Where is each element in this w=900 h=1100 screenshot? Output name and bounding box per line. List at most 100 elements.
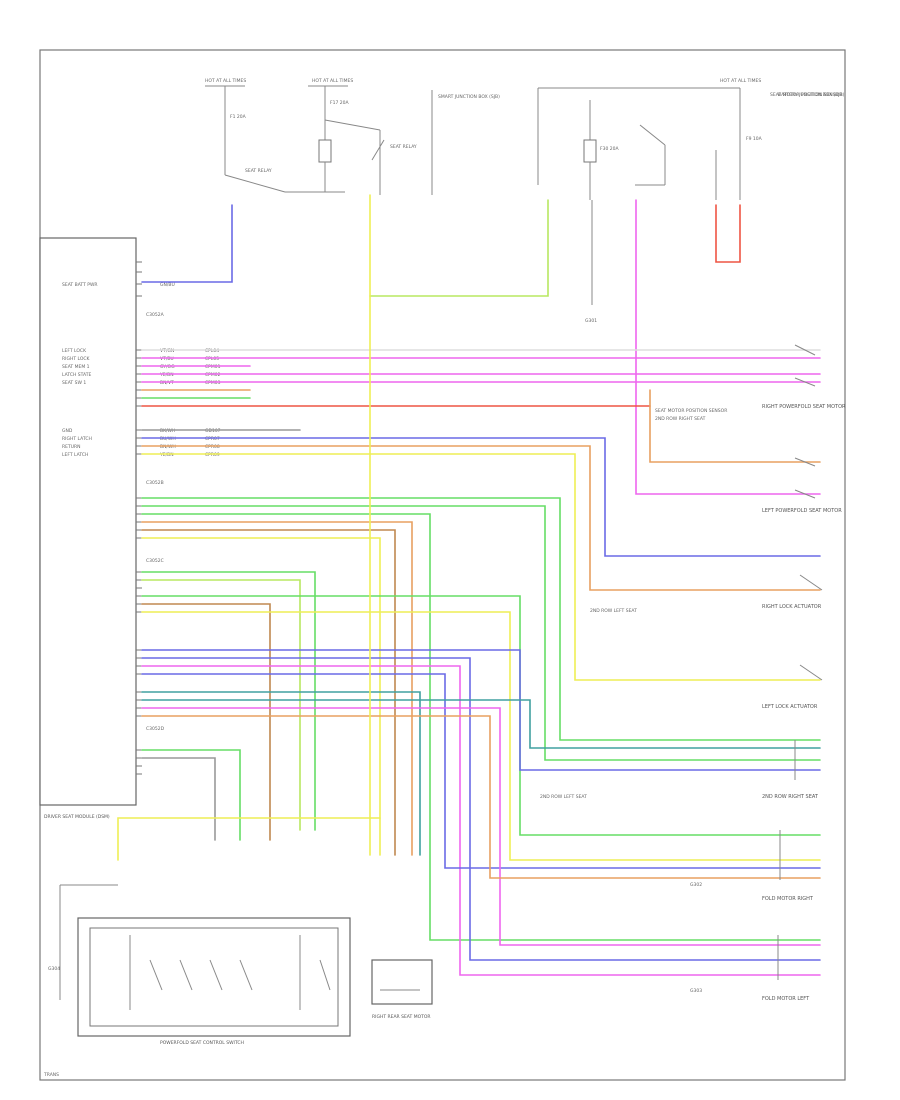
right-components: SEAT MOTOR POSITION SENSOR RIGHT POWERFO… <box>690 92 846 1002</box>
wire-h-530 <box>141 529 396 856</box>
svg-text:G302: G302 <box>690 882 702 888</box>
note-mid-upper: SEAT MOTOR POSITION SENSOR 2ND ROW RIGHT… <box>655 408 727 422</box>
wire-h-758 <box>141 757 216 841</box>
svg-text:RETURN: RETURN <box>62 444 81 450</box>
wire-h-604 <box>141 603 271 841</box>
ground-g301: G301 <box>585 318 597 324</box>
svg-text:LEFT LOCK: LEFT LOCK <box>62 348 87 354</box>
svg-text:LATCH STATE: LATCH STATE <box>62 372 92 378</box>
wire-h-514 <box>141 513 821 941</box>
svg-text:CPR07: CPR07 <box>205 436 220 442</box>
svg-text:BU/WH: BU/WH <box>160 436 176 442</box>
svg-text:LEFT POWERFOLD SEAT MOTOR: LEFT POWERFOLD SEAT MOTOR <box>762 508 842 514</box>
svg-text:GY/OG: GY/OG <box>160 364 175 370</box>
wire-h-438 <box>141 437 821 557</box>
svg-text:GND: GND <box>62 428 73 434</box>
svg-text:LEFT LOCK ACTUATOR: LEFT LOCK ACTUATOR <box>762 704 818 710</box>
svg-text:BN/VT: BN/VT <box>160 380 174 386</box>
switch-label: POWERFOLD SEAT CONTROL SWITCH <box>160 1040 244 1046</box>
svg-text:FOLD MOTOR LEFT: FOLD MOTOR LEFT <box>762 996 810 1002</box>
wire-h-538 <box>141 537 381 856</box>
module-title: DRIVER SEAT MODULE (DSM) <box>44 814 110 820</box>
wire-h-446 <box>141 445 821 591</box>
svg-text:2ND ROW LEFT SEAT: 2ND ROW LEFT SEAT <box>590 608 637 614</box>
svg-text:CPM01: CPM01 <box>205 364 221 370</box>
svg-text:CPL04: CPL04 <box>205 348 219 354</box>
svg-text:YE/BN: YE/BN <box>159 452 174 458</box>
wire-h-572 <box>141 571 316 831</box>
wire-h-658 <box>141 657 821 961</box>
power-source-left: HOT AT ALL TIMES F1 20A SEAT RELAY <box>205 78 345 193</box>
svg-text:F1 20A: F1 20A <box>230 114 247 120</box>
wire-h-692 <box>141 691 421 856</box>
wire-h-666 <box>141 665 821 976</box>
svg-text:F9 10A: F9 10A <box>746 136 763 142</box>
wire-power-lime <box>369 199 549 297</box>
svg-text:BK/WH: BK/WH <box>160 428 175 434</box>
svg-text:SEAT SW 1: SEAT SW 1 <box>62 380 86 386</box>
module-pin-ticks <box>136 261 142 775</box>
svg-text:SEAT RELAY: SEAT RELAY <box>245 168 272 174</box>
svg-text:YE/BN: YE/BN <box>159 372 174 378</box>
svg-text:RIGHT LOCK ACTUATOR: RIGHT LOCK ACTUATOR <box>762 604 822 610</box>
svg-text:CPM02: CPM02 <box>205 372 221 378</box>
wire-h-612 <box>141 611 821 861</box>
rear-seat-motor[interactable] <box>371 959 433 1005</box>
svg-text:SEAT MOTOR POSITION SENSOR: SEAT MOTOR POSITION SENSOR <box>770 92 842 98</box>
svg-text:SEAT MOTOR POSITION SENSOR: SEAT MOTOR POSITION SENSOR <box>655 408 727 414</box>
svg-text:HOT AT ALL TIMES: HOT AT ALL TIMES <box>205 78 246 84</box>
wire-h-750 <box>141 749 241 841</box>
wire-h-580 <box>141 579 301 831</box>
switch-inner <box>89 927 339 1027</box>
wire-right-orange <box>649 389 821 463</box>
wire-h-498 <box>141 497 821 741</box>
module-pin-labels: SEAT BATT PWR LEFT LOCK RIGHT LOCK SEAT … <box>62 282 98 458</box>
svg-text:SEAT MEM 1: SEAT MEM 1 <box>62 364 90 370</box>
svg-text:2ND ROW RIGHT SEAT: 2ND ROW RIGHT SEAT <box>762 794 819 800</box>
wire-h-506 <box>141 505 821 761</box>
svg-text:CPR08: CPR08 <box>205 444 220 450</box>
wire-h-650 <box>141 649 821 771</box>
svg-text:SEAT BATT PWR: SEAT BATT PWR <box>62 282 98 288</box>
seat-module-box <box>39 237 137 806</box>
wire-h-454 <box>141 453 821 681</box>
svg-text:HOT AT ALL TIMES: HOT AT ALL TIMES <box>312 78 353 84</box>
svg-text:RIGHT LATCH: RIGHT LATCH <box>62 436 92 442</box>
wire-h-700 <box>141 699 821 749</box>
wire-h-716 <box>141 715 821 879</box>
svg-text:BATTERY JUNCTION BOX (BJB): BATTERY JUNCTION BOX (BJB) <box>778 92 845 98</box>
svg-text:G303: G303 <box>690 988 702 994</box>
svg-text:RIGHT LOCK: RIGHT LOCK <box>62 356 91 362</box>
svg-text:RIGHT POWERFOLD SEAT MOTOR: RIGHT POWERFOLD SEAT MOTOR <box>762 404 846 410</box>
connector-b: C3052B <box>146 480 164 486</box>
svg-text:F17 20A: F17 20A <box>330 100 349 106</box>
svg-text:2ND ROW RIGHT SEAT: 2ND ROW RIGHT SEAT <box>655 416 706 422</box>
note-mid-lower: 2ND ROW LEFT SEAT 2ND ROW LEFT SEAT <box>540 608 637 800</box>
power-source-mid: HOT AT ALL TIMES F17 20A SEAT RELAY SMAR… <box>308 78 500 195</box>
svg-text:CPR09: CPR09 <box>205 452 220 458</box>
connector-a: C3052A <box>146 312 165 318</box>
svg-text:2ND ROW LEFT SEAT: 2ND ROW LEFT SEAT <box>540 794 587 800</box>
ground-g304: G304 <box>48 966 60 972</box>
wire-switch-yellow <box>117 817 381 861</box>
svg-text:CPM03: CPM03 <box>205 380 221 386</box>
wire-code-labels: GN/BU VT/GN CPL04 VT/BU CPL05 GY/OG CPM0… <box>159 282 221 458</box>
svg-text:SEAT RELAY: SEAT RELAY <box>390 144 417 150</box>
svg-text:SMART JUNCTION BOX (SJB): SMART JUNCTION BOX (SJB) <box>438 94 500 100</box>
svg-text:VT/BU: VT/BU <box>160 356 174 362</box>
rear-seat-motor-label: RIGHT REAR SEAT MOTOR <box>372 1014 431 1020</box>
svg-text:GN/BU: GN/BU <box>160 282 175 288</box>
svg-text:F30 20A: F30 20A <box>600 146 619 152</box>
wire-power-red <box>715 204 741 263</box>
connector-d: C3052D <box>146 726 165 732</box>
power-source-right: HOT AT ALL TIMES BATTERY JUNCTION BOX (B… <box>537 78 845 200</box>
svg-text:FOLD MOTOR RIGHT: FOLD MOTOR RIGHT <box>762 896 814 902</box>
svg-text:VT/GN: VT/GN <box>160 348 174 354</box>
wire-h-674 <box>141 673 821 869</box>
wire-h-708 <box>141 707 821 946</box>
switch-ground-lead <box>59 884 118 1000</box>
switch-contacts <box>129 935 331 1010</box>
wire-power-magenta <box>635 199 821 495</box>
